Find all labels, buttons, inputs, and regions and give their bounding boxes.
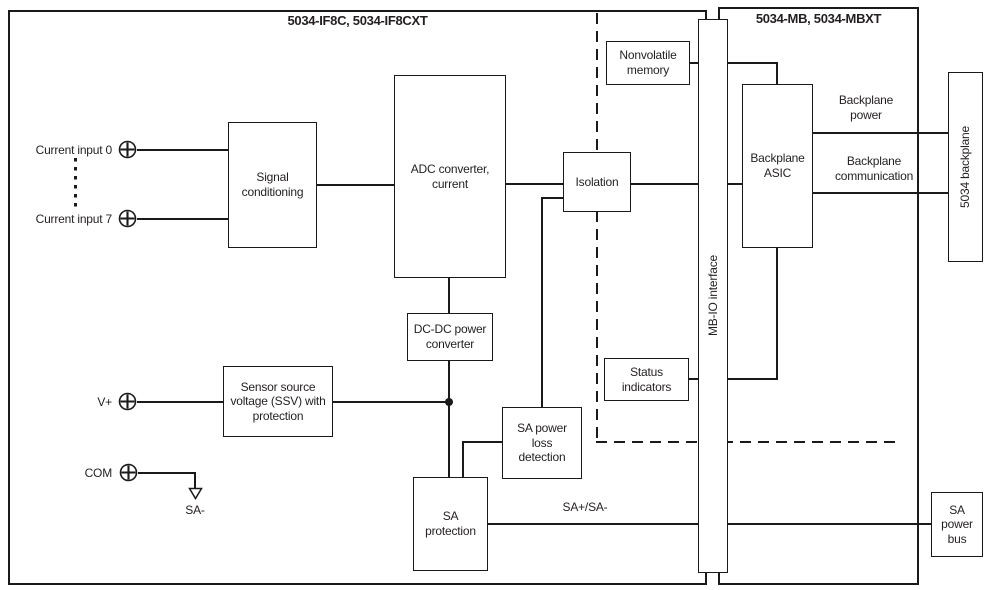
sa-minus-label: SA- <box>185 503 205 517</box>
wire-com-h <box>138 472 196 474</box>
signal-conditioning-block: Signal conditioning <box>228 122 317 248</box>
wire-mbio-to-asic-top-v <box>776 62 778 85</box>
wire-ssv-to-junction <box>333 401 449 403</box>
backplane-5034-block: 5034 backplane <box>948 72 983 262</box>
right-module-title: 5034-MB, 5034-MBXT <box>755 11 882 26</box>
wire-saloss-to-saprotection-h <box>462 441 502 443</box>
wire-mbio-to-asic-top-h <box>728 62 778 64</box>
sensor-source-voltage-block: Sensor source voltage (SSV) with protect… <box>223 366 333 437</box>
vplus-label: V+ <box>97 395 112 409</box>
wire-current-input-0 <box>137 149 228 151</box>
wire-isolation-to-mbio <box>631 183 698 185</box>
sa-power-bus-block: SA power bus <box>931 492 983 557</box>
wire-asic-bottom-v <box>776 248 778 379</box>
wire-nvm-to-mbio <box>690 62 698 64</box>
backplane-power-label: Backplane power <box>838 93 894 122</box>
left-module-title: 5034-IF8C, 5034-IF8CXT <box>287 13 428 28</box>
isolation-boundary-dashed-vertical <box>596 13 598 442</box>
wire-status-to-mbio <box>689 378 698 380</box>
wire-signal-to-adc <box>317 184 394 186</box>
junction-dot <box>445 398 453 406</box>
backplane-asic-block: Backplane ASIC <box>742 84 813 248</box>
isolation-block: Isolation <box>563 152 631 212</box>
wire-backplane-communication <box>813 192 948 194</box>
backplane-communication-label: Backplane communication <box>834 154 914 183</box>
left-module-frame <box>8 10 707 585</box>
wire-isolation-to-saloss-v <box>541 197 543 407</box>
current-input-0-label: Current input 0 <box>35 143 113 157</box>
wire-asic-bottom-h <box>728 378 778 380</box>
status-indicators-block: Status indicators <box>604 358 689 401</box>
wire-vplus-to-ssv <box>137 401 223 403</box>
dcdc-power-converter-block: DC-DC power converter <box>407 313 493 361</box>
wire-current-input-7 <box>137 218 228 220</box>
com-label: COM <box>84 466 113 480</box>
screw-terminal-icon-input0 <box>118 140 137 159</box>
wire-backplane-power <box>813 132 948 134</box>
sa-bus-line-label: SA+/SA- <box>562 500 608 514</box>
adc-converter-block: ADC converter, current <box>394 75 506 278</box>
ground-icon <box>188 487 203 500</box>
wire-adc-to-isolation <box>506 183 563 185</box>
sa-power-loss-detection-block: SA power loss detection <box>502 407 582 479</box>
screw-terminal-icon-vplus <box>118 392 137 411</box>
isolation-boundary-dashed-horizontal <box>596 441 902 443</box>
sa-protection-block: SA protection <box>413 477 488 571</box>
mb-io-interface-block: MB-IO interface <box>698 19 728 573</box>
wire-isolation-to-saloss-h <box>541 197 563 199</box>
wire-dcdc-to-saprotection <box>448 361 450 478</box>
wire-mbio-to-asic <box>728 183 742 185</box>
screw-terminal-icon-com <box>119 463 138 482</box>
channel-ellipsis-dotted-line <box>74 158 77 208</box>
nonvolatile-memory-block: Nonvolatile memory <box>606 41 690 85</box>
wire-saloss-to-saprotection-v <box>462 441 464 478</box>
current-input-7-label: Current input 7 <box>35 212 113 226</box>
wire-com-to-ground <box>194 472 196 488</box>
wire-adc-to-dcdc <box>448 278 450 313</box>
screw-terminal-icon-input7 <box>118 209 137 228</box>
